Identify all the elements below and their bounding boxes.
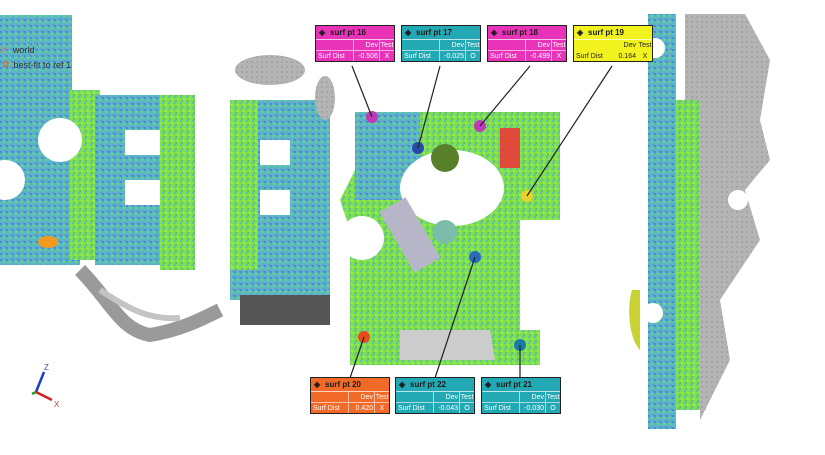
pass-circle-icon: O xyxy=(464,404,470,412)
feature-icon: ◈ xyxy=(485,379,492,389)
x-axis-label: X xyxy=(54,400,60,409)
z-axis-label: Z xyxy=(44,363,49,372)
y-axis-arrow xyxy=(31,390,37,396)
gray-parts-top xyxy=(235,55,335,120)
best-fit-icon: ✿ xyxy=(2,59,10,69)
left-plate xyxy=(0,15,195,270)
feature-icon: ◈ xyxy=(577,27,584,37)
fail-x-icon: X xyxy=(556,52,562,60)
feature-icon: ◈ xyxy=(399,379,406,389)
fail-x-icon: X xyxy=(384,52,390,60)
main-plate xyxy=(340,112,560,365)
feature-icon: ◈ xyxy=(319,27,326,37)
right-strips xyxy=(629,14,770,429)
fail-x-icon: X xyxy=(642,52,648,60)
pass-circle-icon: O xyxy=(550,404,556,412)
leader-lines xyxy=(349,65,613,379)
feature-icon: ◈ xyxy=(314,379,321,389)
legend-item-world: ▷ world xyxy=(2,44,35,55)
x-axis-arrow xyxy=(35,390,53,402)
axis-triad: Z X xyxy=(31,363,60,409)
feature-icon: ◈ xyxy=(491,27,498,37)
pass-circle-icon: O xyxy=(470,52,476,60)
gray-hoses-left xyxy=(75,265,224,343)
feature-icon: ◈ xyxy=(405,27,412,37)
middle-plate xyxy=(230,100,330,325)
legend-item-best-fit: ✿ best-fit to ref 1 xyxy=(2,59,72,70)
scene-legend: ▷ world ✿ best-fit to ref 1 xyxy=(2,42,71,72)
world-axis-icon: ▷ xyxy=(2,44,9,54)
z-axis-arrow xyxy=(34,371,46,393)
fail-x-icon: X xyxy=(379,404,385,412)
